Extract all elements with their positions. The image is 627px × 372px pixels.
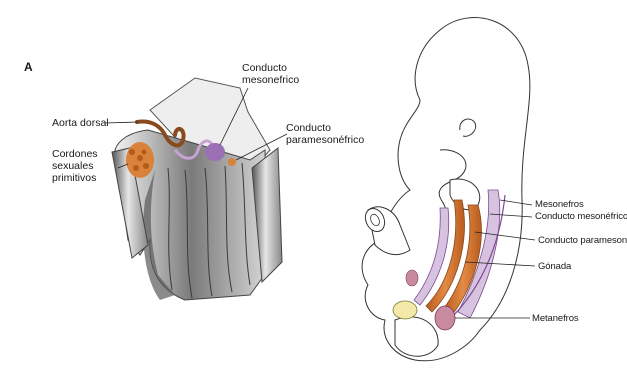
panel-letter: A <box>24 60 33 74</box>
label-cordones-line2: sexuales <box>52 160 93 172</box>
label-cordones-line1: Cordones <box>52 148 98 160</box>
label-aorta-dorsal: Aorta dorsal <box>52 117 109 129</box>
cloaca <box>393 301 417 319</box>
label-conducto-paramesonefrico-line1: Conducto <box>286 122 331 134</box>
sex-cords <box>126 142 154 178</box>
left-panel-cross-section <box>105 78 287 300</box>
label-mesonefros: Mesonefros <box>535 199 584 211</box>
label-conducto-paramesonefrico-right: Conducto paramesonéfr <box>538 235 627 247</box>
label-conducto-paramesonefrico-line2: paramesonéfrico <box>286 134 364 146</box>
bud-1 <box>406 270 418 286</box>
label-conducto-mesonefrico-line1: Conducto <box>242 62 287 74</box>
label-conducto-mesonefrico-line2: mesonefrico <box>242 74 299 86</box>
label-cordones-line3: primitivos <box>52 172 96 184</box>
mesonephric-duct-left <box>205 143 225 161</box>
metanephros <box>435 306 455 330</box>
paramesonephric-duct-left <box>228 158 236 166</box>
label-conducto-mesonefrico-right: Conducto mesonéfrico <box>535 211 627 223</box>
label-gonada: Gónada <box>538 261 571 273</box>
label-metanefros: Metanefros <box>532 313 579 325</box>
right-panel-embryo <box>362 18 535 361</box>
